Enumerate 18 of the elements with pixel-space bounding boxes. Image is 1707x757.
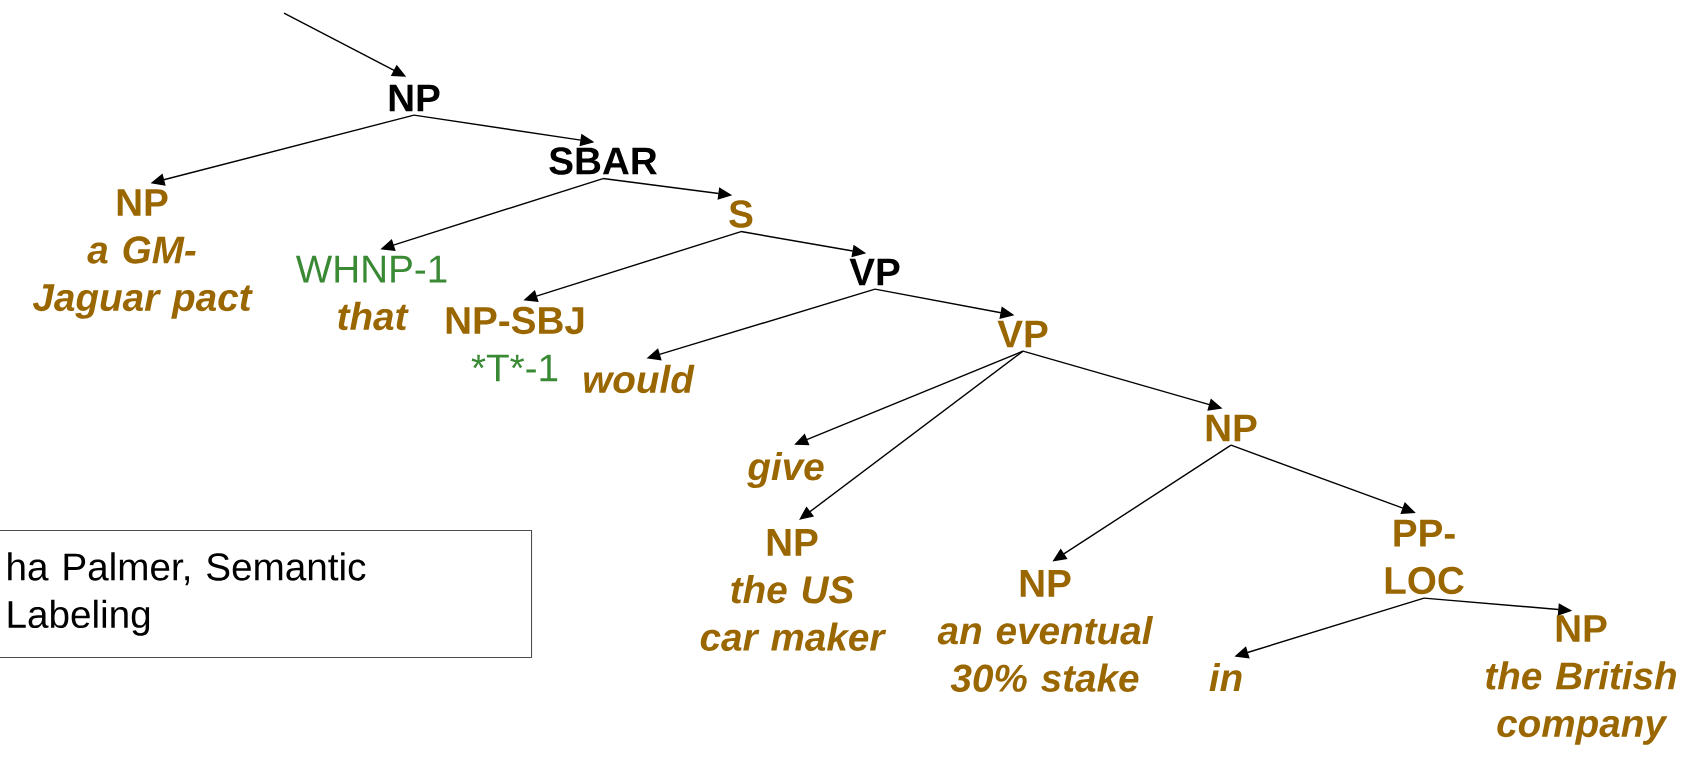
- tree-label: give: [747, 452, 824, 489]
- tree-label: NP the US car maker: [700, 529, 887, 651]
- tree-label: NP an eventual 30% stake: [937, 570, 1154, 692]
- tree-label: NP: [389, 84, 440, 112]
- tree-label: S: [729, 200, 753, 228]
- tree-label: would: [584, 364, 695, 394]
- tree-label: in: [1209, 663, 1242, 691]
- tree-label: VP: [849, 258, 900, 286]
- tree-label: WHNP-1 that: [295, 255, 447, 331]
- tree-label: PP-LOC: [1385, 519, 1464, 595]
- text-box: ha Palmer, Semantic Labeling: [0, 530, 533, 659]
- tree-label: NP the British company: [1486, 615, 1677, 745]
- tree-label: SBAR: [549, 147, 657, 175]
- tree-label: VP: [997, 320, 1048, 348]
- tree-label: NP: [1206, 414, 1257, 442]
- tree-label: NP-SBJ *T*-1: [446, 306, 584, 382]
- arrow: [799, 350, 1024, 520]
- tree-label: NP a GM-Jaguar pact: [32, 189, 253, 319]
